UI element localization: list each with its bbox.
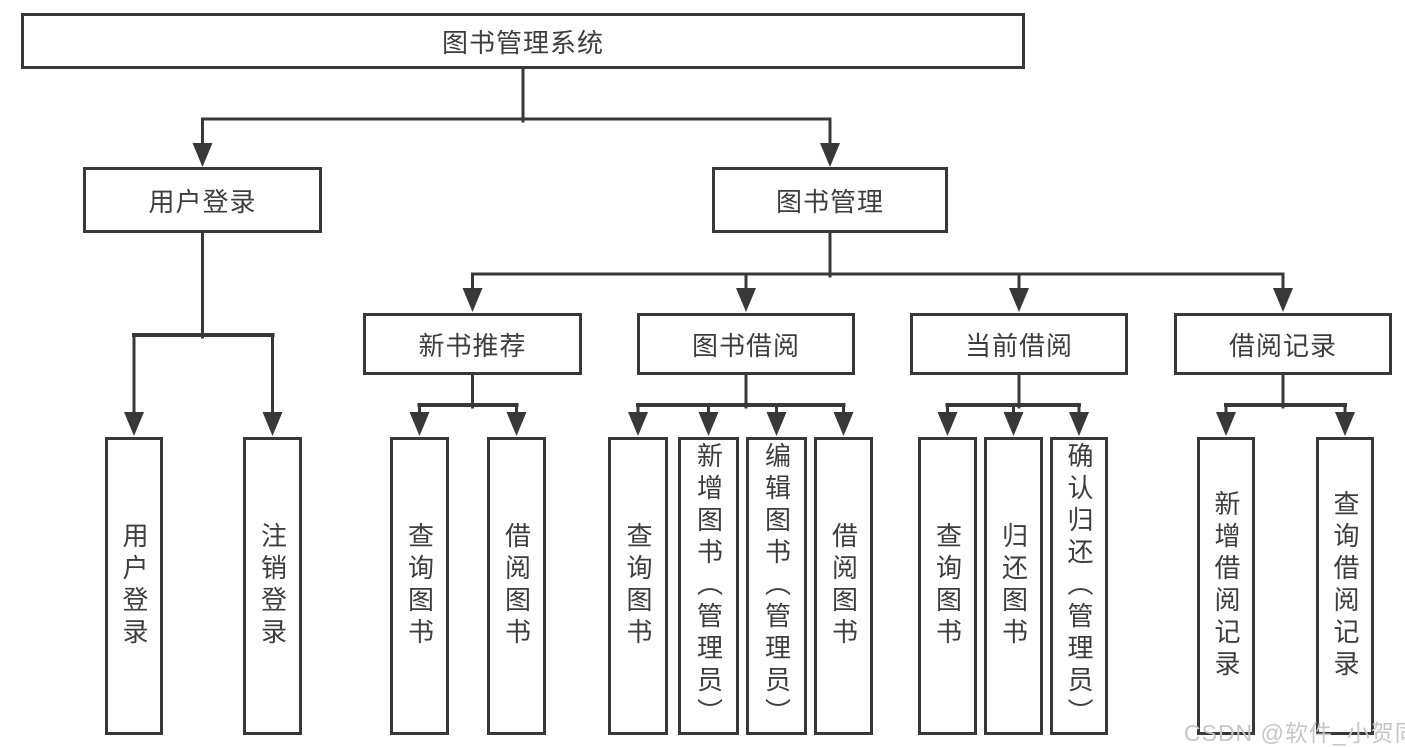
node-label: 确认归还（管理员）: [1064, 442, 1094, 730]
node-label: 编辑图书（管理员）: [761, 442, 792, 730]
connector-bars-split: [132, 333, 1347, 407]
node-label: 新增图书（管理员）: [693, 442, 724, 730]
node-current-borrow: 当前借阅: [910, 313, 1128, 375]
node-label: 图书借阅: [691, 330, 800, 361]
node-leaf-user-login: 用户登录: [105, 437, 163, 735]
node-new-book-recommend: 新书推荐: [363, 313, 582, 375]
node-leaf-return-books: 归还图书: [984, 437, 1043, 735]
node-label: 查询图书: [404, 522, 435, 650]
node-label: 图书管理: [775, 186, 884, 217]
node-label: 新增借阅记录: [1211, 490, 1241, 682]
node-leaf-rec-query-books: 查询图书: [390, 437, 449, 735]
node-borrow-records: 借阅记录: [1174, 313, 1392, 375]
node-label: 归还图书: [998, 522, 1029, 650]
node-label: 借阅记录: [1228, 330, 1337, 361]
node-label: 借阅图书: [501, 522, 532, 650]
node-label: 借阅图书: [828, 522, 859, 650]
node-book-management: 图书管理: [712, 167, 948, 233]
node-label: 当前借阅: [964, 330, 1073, 361]
arrowheads: [124, 143, 1355, 436]
node-leaf-edit-books-admin: 编辑图书（管理员）: [746, 437, 807, 735]
node-leaf-borrow-query-books: 查询图书: [608, 437, 668, 735]
node-label: 查询图书: [623, 522, 653, 650]
node-label: 新书推荐: [418, 330, 527, 361]
node-leaf-add-books-admin: 新增图书（管理员）: [678, 437, 739, 735]
node-user-login: 用户登录: [83, 167, 322, 233]
node-label: 查询借阅记录: [1330, 490, 1360, 682]
node-leaf-add-borrow-record: 新增借阅记录: [1197, 437, 1255, 735]
node-book-borrow: 图书借阅: [637, 313, 855, 375]
node-label: 用户登录: [148, 186, 257, 217]
node-leaf-logout: 注销登录: [243, 437, 302, 735]
node-label: 图书管理系统: [441, 27, 604, 58]
csdn-watermark: CSDN @软件_小贺同学: [1184, 720, 1405, 746]
node-label: 用户登录: [119, 522, 149, 650]
node-leaf-rec-borrow-books: 借阅图书: [487, 437, 546, 735]
node-leaf-current-query-books: 查询图书: [918, 437, 977, 735]
node-label: 注销登录: [257, 522, 288, 650]
connector-stems: [132, 67, 1347, 416]
node-leaf-borrow-books: 借阅图书: [814, 437, 873, 735]
connector-bars-long: [201, 117, 1285, 276]
node-leaf-query-borrow-record: 查询借阅记录: [1316, 437, 1374, 735]
node-leaf-confirm-return-admin: 确认归还（管理员）: [1050, 437, 1108, 735]
node-library-management-system: 图书管理系统: [21, 13, 1025, 69]
node-label: 查询图书: [932, 522, 963, 650]
